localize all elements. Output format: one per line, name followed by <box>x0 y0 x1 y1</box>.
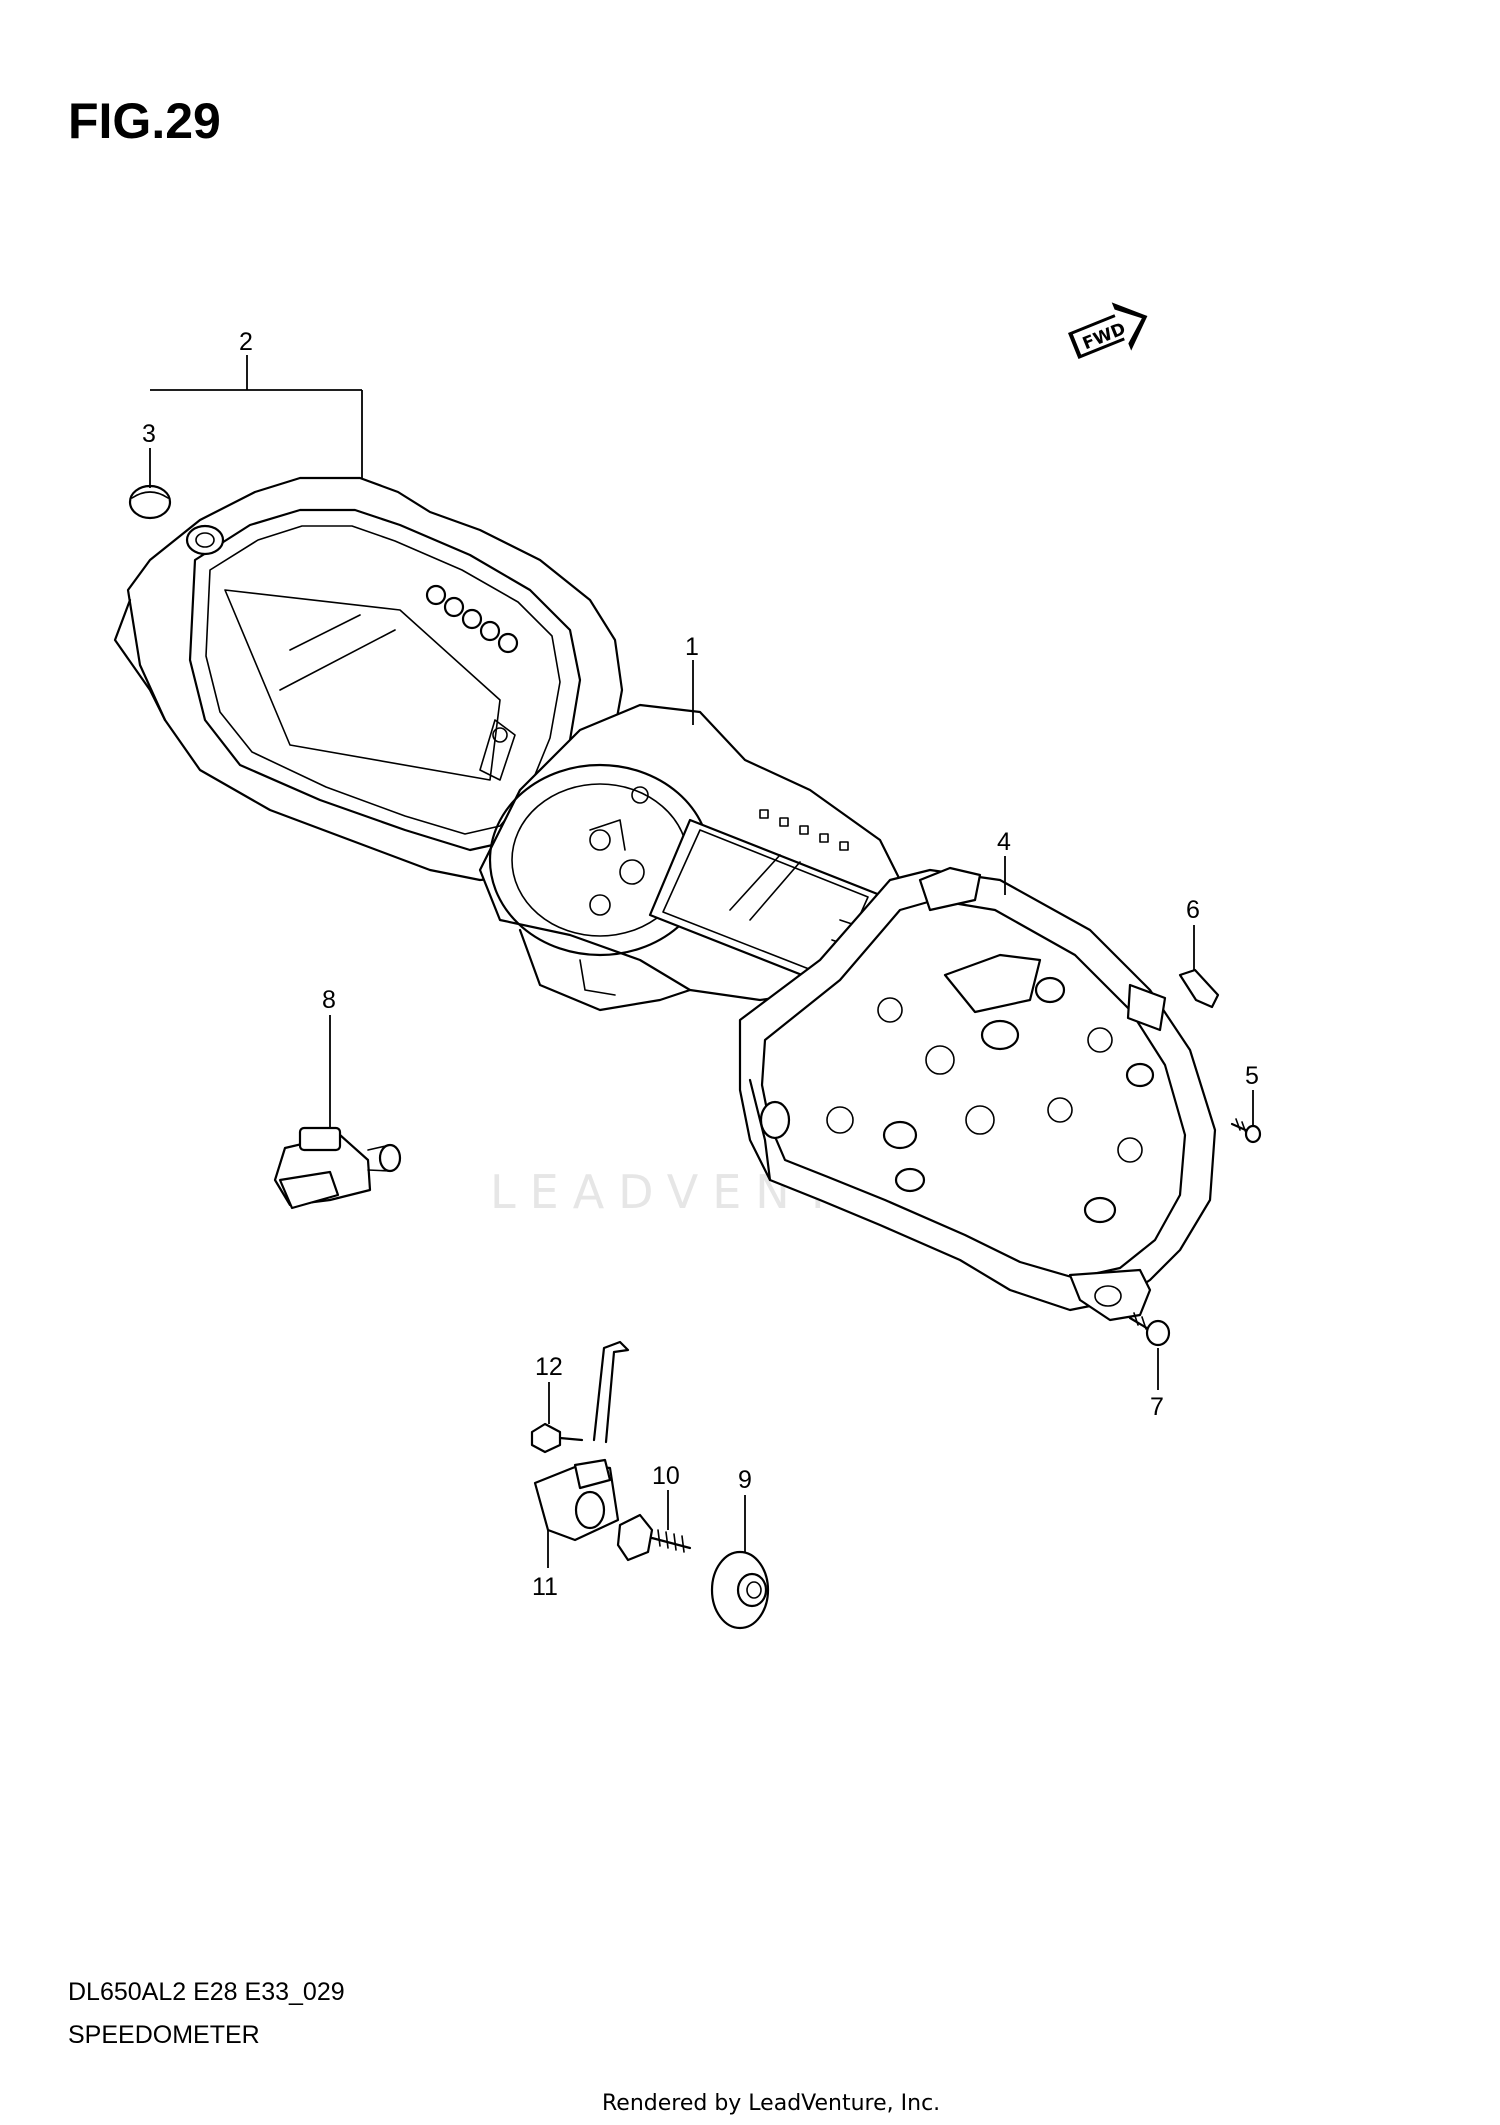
render-credit: Rendered by LeadVenture, Inc. <box>602 2091 940 2116</box>
washer-part <box>710 1550 770 1630</box>
callout-7: 7 <box>1150 1393 1164 1421</box>
screw-5-part <box>1230 1118 1262 1144</box>
screw-7-part <box>1128 1312 1171 1347</box>
fwd-arrow-icon: FWD <box>1068 302 1148 359</box>
callout-11: 11 <box>532 1573 558 1601</box>
callout-8: 8 <box>322 986 336 1014</box>
bolt-10-part <box>616 1513 692 1562</box>
callout-6: 6 <box>1186 896 1200 924</box>
callout-1: 1 <box>685 633 699 661</box>
meter-assembly-part <box>478 703 902 1012</box>
callout-3: 3 <box>142 420 156 448</box>
section-name: SPEEDOMETER <box>68 2021 260 2049</box>
callout-5: 5 <box>1245 1062 1259 1090</box>
callout-12: 12 <box>535 1353 563 1381</box>
lower-case-part <box>738 866 1217 1322</box>
connector-part <box>273 1126 402 1210</box>
callout-leaders <box>149 355 1254 1568</box>
sensor-part <box>533 1458 620 1542</box>
callout-labels: 2 3 1 4 6 5 7 8 12 10 9 11 <box>142 328 1259 1601</box>
callout-9: 9 <box>738 1466 752 1494</box>
cap-part <box>128 484 172 520</box>
bracket-bolt-part <box>530 1340 630 1454</box>
callout-10: 10 <box>652 1462 680 1490</box>
callout-2: 2 <box>239 328 253 356</box>
model-code: DL650AL2 E28 E33_029 <box>68 1978 345 2006</box>
meter-visor-part <box>113 476 624 882</box>
callout-4: 4 <box>997 828 1011 856</box>
clip-part <box>1178 968 1220 1009</box>
figure-title: FIG.29 <box>68 93 221 149</box>
